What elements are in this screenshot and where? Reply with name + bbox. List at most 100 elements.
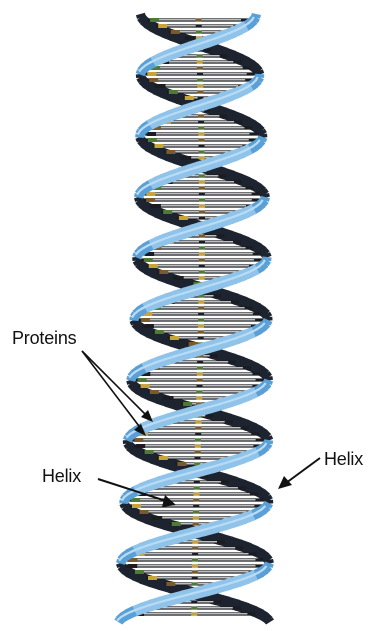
base-mid (196, 25, 202, 28)
base-tip (150, 18, 159, 22)
base-mid (198, 325, 204, 328)
base-mid (199, 193, 205, 196)
base-tip (169, 90, 178, 94)
base-tip (132, 504, 141, 508)
base-tip (150, 390, 159, 394)
base-mid (199, 145, 205, 148)
base-mid (199, 187, 205, 190)
base-mid (197, 385, 203, 388)
base-tip (146, 198, 155, 202)
base-mid (192, 547, 198, 550)
base-mid (199, 259, 205, 262)
helix-right-arrow (286, 458, 320, 483)
base-tip (152, 204, 161, 208)
base-mid (199, 241, 205, 244)
base-tip (158, 24, 167, 28)
base-mid (197, 91, 203, 94)
base-mid (197, 373, 203, 376)
base-tip (138, 378, 147, 382)
base-mid (199, 265, 205, 268)
base-tip (166, 150, 175, 154)
base-mid (193, 505, 199, 508)
base-tip (128, 564, 137, 568)
base-mid (199, 271, 205, 274)
base-tip (182, 156, 191, 160)
base-mid (196, 397, 202, 400)
base-tip (177, 462, 186, 466)
base-tip (145, 324, 154, 328)
base-mid (193, 511, 199, 514)
base-mid (197, 73, 203, 76)
base-mid (196, 19, 202, 22)
base-tip (170, 336, 179, 340)
base-mid (195, 439, 201, 442)
strand-a-segment (261, 371, 266, 375)
base-tip (172, 522, 181, 526)
base-tip (165, 396, 174, 400)
base-tip (147, 72, 156, 76)
base-tip (163, 210, 172, 214)
base-mid (192, 559, 198, 562)
base-mid (199, 205, 205, 208)
base-mid (197, 67, 203, 70)
base-mid (198, 139, 204, 142)
base-tip (166, 582, 175, 586)
base-mid (199, 211, 205, 214)
strand-a-segment (139, 194, 140, 198)
base-mid (197, 367, 203, 370)
strand-a-segment (260, 614, 266, 618)
base-tip (136, 444, 145, 448)
base-tip (183, 402, 192, 406)
base-mid (199, 217, 205, 220)
base-mid (192, 565, 198, 568)
proteins-label: Proteins (12, 328, 76, 349)
base-tip (148, 138, 157, 142)
strand-b-segment (256, 551, 263, 555)
base-tip (149, 264, 158, 268)
base-mid (193, 499, 199, 502)
base-mid (199, 277, 205, 280)
base-mid (191, 607, 197, 610)
base-tip (135, 570, 144, 574)
base-mid (199, 199, 205, 202)
helix-label-right: Helix (324, 449, 363, 470)
base-mid (194, 487, 200, 490)
strand-a-segment (121, 560, 122, 564)
base-mid (196, 421, 202, 424)
base-mid (195, 451, 201, 454)
base-mid (197, 55, 203, 58)
base-mid (199, 181, 205, 184)
base-tip (187, 36, 196, 40)
base-mid (198, 313, 204, 316)
base-mid (196, 391, 202, 394)
base-mid (194, 481, 200, 484)
base-mid (192, 553, 198, 556)
base-tip (134, 438, 143, 442)
base-tip (159, 270, 168, 274)
base-mid (193, 517, 199, 520)
base-tip (153, 516, 162, 520)
base-mid (198, 133, 204, 136)
base-mid (197, 79, 203, 82)
base-tip (145, 450, 154, 454)
helix-label-left: Helix (42, 466, 81, 487)
base-mid (199, 175, 205, 178)
base-mid (195, 433, 201, 436)
base-mid (192, 577, 198, 580)
base-mid (197, 61, 203, 64)
base-mid (191, 601, 197, 604)
strand-a-segment (269, 620, 270, 622)
base-mid (192, 571, 198, 574)
base-mid (198, 319, 204, 322)
base-tip (159, 456, 168, 460)
base-mid (193, 523, 199, 526)
base-mid (199, 247, 205, 250)
base-mid (195, 427, 201, 430)
base-tip (157, 84, 166, 88)
base-mid (197, 85, 203, 88)
base-mid (198, 115, 204, 118)
base-mid (195, 457, 201, 460)
base-mid (198, 301, 204, 304)
